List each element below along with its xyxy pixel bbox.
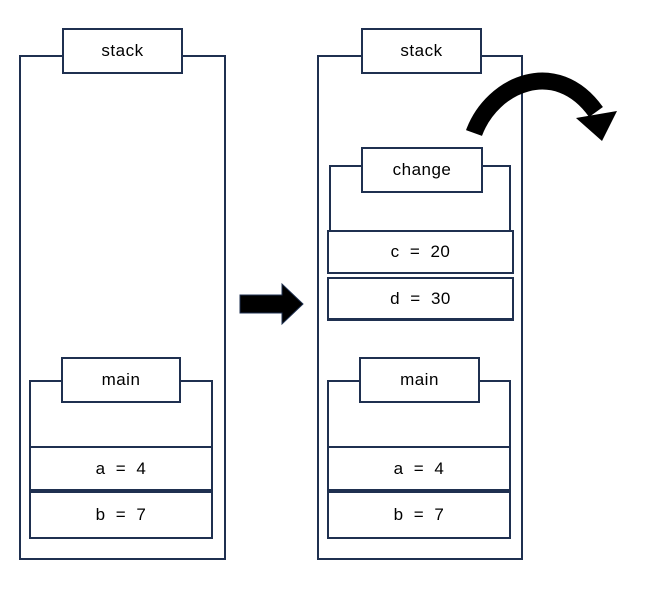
right-stack-label: stack [361,28,482,74]
right-main-frame-label: main [359,357,480,403]
variable-d-row: d = 30 [327,277,514,321]
right-row-divider [327,489,511,493]
left-variable-b-row: b = 7 [29,490,213,539]
right-variable-a-text: a = 4 [393,459,445,478]
variable-c-row: c = 20 [327,230,514,274]
left-stack-label-text: stack [101,41,144,60]
right-main-frame-label-text: main [400,370,439,389]
right-variable-b-text: b = 7 [393,504,445,524]
right-block-arrow-icon [239,282,304,326]
left-row-divider [29,489,213,493]
variable-c-text: c = 20 [390,242,451,261]
left-main-frame-label: main [61,357,181,403]
left-main-frame-label-text: main [101,370,141,389]
left-variable-a-text: a = 4 [95,459,147,478]
right-variable-b-row: b = 7 [327,490,511,539]
right-stack-label-text: stack [400,41,443,60]
left-stack-label: stack [62,28,183,74]
change-frame-label-text: change [392,160,452,179]
change-frame-label: change [361,147,483,193]
left-variable-b-text: b = 7 [95,504,147,524]
right-variable-a-row: a = 4 [327,446,511,492]
left-variable-a-row: a = 4 [29,446,213,492]
variable-d-text: d = 30 [390,288,451,308]
